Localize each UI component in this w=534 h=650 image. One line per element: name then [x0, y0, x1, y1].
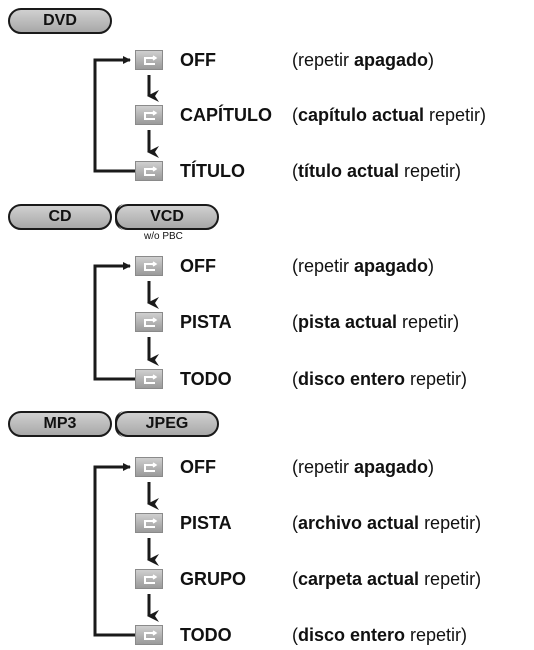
mode-label: GRUPO: [180, 569, 247, 589]
mode-label: TODO: [180, 369, 232, 389]
mode-label: TÍTULO: [180, 161, 245, 181]
mode-description: (título actual repetir): [292, 161, 462, 181]
loop-line: [93, 463, 135, 637]
badge-note: w/o PBC: [144, 231, 183, 242]
repeat-icon: [135, 513, 163, 533]
mode-description: (repetir apagado): [292, 256, 435, 276]
repeat-icon: [135, 50, 163, 70]
repeat-icon: [135, 457, 163, 477]
badge-vcd: VCD: [115, 204, 219, 230]
repeat-icon: [135, 256, 163, 276]
mode-label: OFF: [180, 50, 216, 70]
badge-jpeg: JPEG: [115, 411, 219, 437]
repeat-icon: [135, 161, 163, 181]
loop-line: [93, 262, 135, 381]
repeat-icon: [135, 369, 163, 389]
mode-description: (pista actual repetir): [292, 312, 460, 332]
mode-description: (archivo actual repetir): [292, 513, 482, 533]
mode-description: (carpeta actual repetir): [292, 569, 482, 589]
repeat-icon: [135, 625, 163, 645]
repeat-icon: [135, 312, 163, 332]
mode-label: PISTA: [180, 312, 232, 332]
loop-line: [93, 56, 135, 173]
mode-description: (capítulo actual repetir): [292, 105, 487, 125]
repeat-icon: [135, 569, 163, 589]
mode-description: (repetir apagado): [292, 457, 435, 477]
badge-dvd: DVD: [8, 8, 112, 34]
mode-label: TODO: [180, 625, 232, 645]
mode-description: (disco entero repetir): [292, 625, 468, 645]
mode-description: (disco entero repetir): [292, 369, 468, 389]
badge-cd: CD: [8, 204, 112, 230]
mode-label: PISTA: [180, 513, 232, 533]
mode-description: (repetir apagado): [292, 50, 435, 70]
mode-label: CAPÍTULO: [180, 105, 272, 125]
badge-mp3: MP3: [8, 411, 112, 437]
mode-label: OFF: [180, 457, 216, 477]
repeat-icon: [135, 105, 163, 125]
mode-label: OFF: [180, 256, 216, 276]
